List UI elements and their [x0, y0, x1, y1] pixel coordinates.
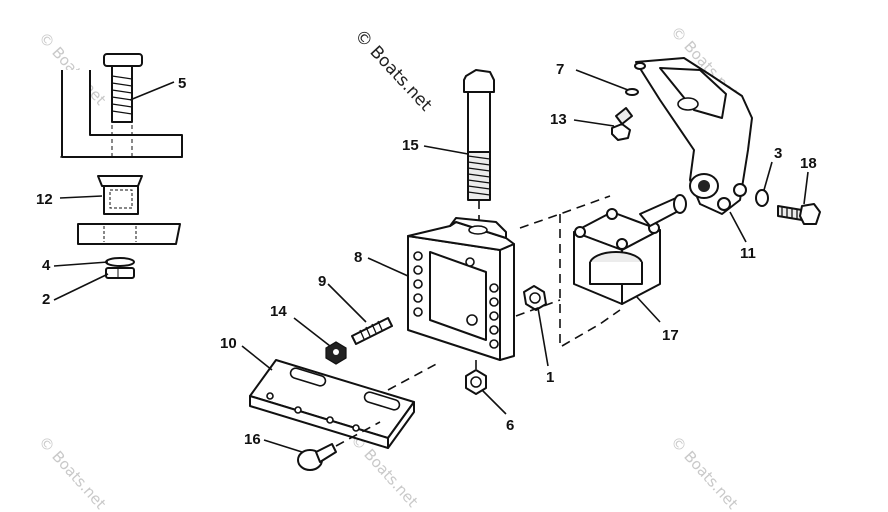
callout-13: 13 — [550, 111, 567, 128]
callout-2: 2 — [42, 291, 50, 308]
leader-lines — [53, 69, 809, 453]
callout-5: 5 — [178, 75, 186, 92]
bracket-holes-right — [489, 283, 499, 349]
part-15-long-bolt — [463, 69, 495, 228]
part-7-washer — [625, 88, 639, 96]
callout-labels: 5 12 4 2 15 7 13 3 18 11 8 9 14 10 16 6 … — [36, 61, 817, 448]
callout-1: 1 — [546, 369, 554, 386]
callout-9: 9 — [318, 273, 326, 290]
part-4-washer — [105, 257, 135, 267]
callout-15: 15 — [402, 137, 419, 154]
callout-18: 18 — [800, 155, 817, 172]
part-16-carriage-bolt — [297, 421, 381, 471]
callout-11: 11 — [740, 245, 756, 262]
callout-16: 16 — [244, 431, 261, 448]
callout-12: 12 — [36, 191, 53, 208]
bracket-holes-left — [413, 251, 423, 317]
callout-3: 3 — [774, 145, 782, 162]
watermark-bottom-right: © Boats.net — [667, 433, 742, 512]
callout-8: 8 — [354, 249, 362, 266]
callout-7: 7 — [556, 61, 564, 78]
part-13-screw — [611, 107, 633, 141]
part-12-nut — [97, 175, 143, 215]
part-9-stud — [351, 317, 393, 345]
part-10-angle-bracket — [249, 359, 415, 449]
callout-17: 17 — [662, 327, 679, 344]
part-6-nut — [465, 360, 487, 395]
callout-4: 4 — [42, 257, 51, 274]
part-3-washer — [755, 189, 769, 207]
callout-6: 6 — [506, 417, 514, 434]
part-17-pivot-block — [573, 194, 687, 305]
part-2-nut — [105, 267, 135, 279]
part-18-bolt — [777, 203, 821, 225]
part-14-nut — [325, 341, 347, 365]
plate-segment — [77, 223, 181, 245]
part-8-bracket-frame — [407, 217, 515, 361]
part-1-nut — [523, 285, 547, 311]
watermark-main: © Boats.net — [350, 26, 436, 116]
callout-10: 10 — [220, 335, 237, 352]
watermark-bottom-left: © Boats.net — [35, 433, 110, 512]
part-5-bolt-and-plate — [60, 53, 184, 158]
part-11-mount-casting — [634, 57, 753, 215]
callout-14: 14 — [270, 303, 287, 320]
